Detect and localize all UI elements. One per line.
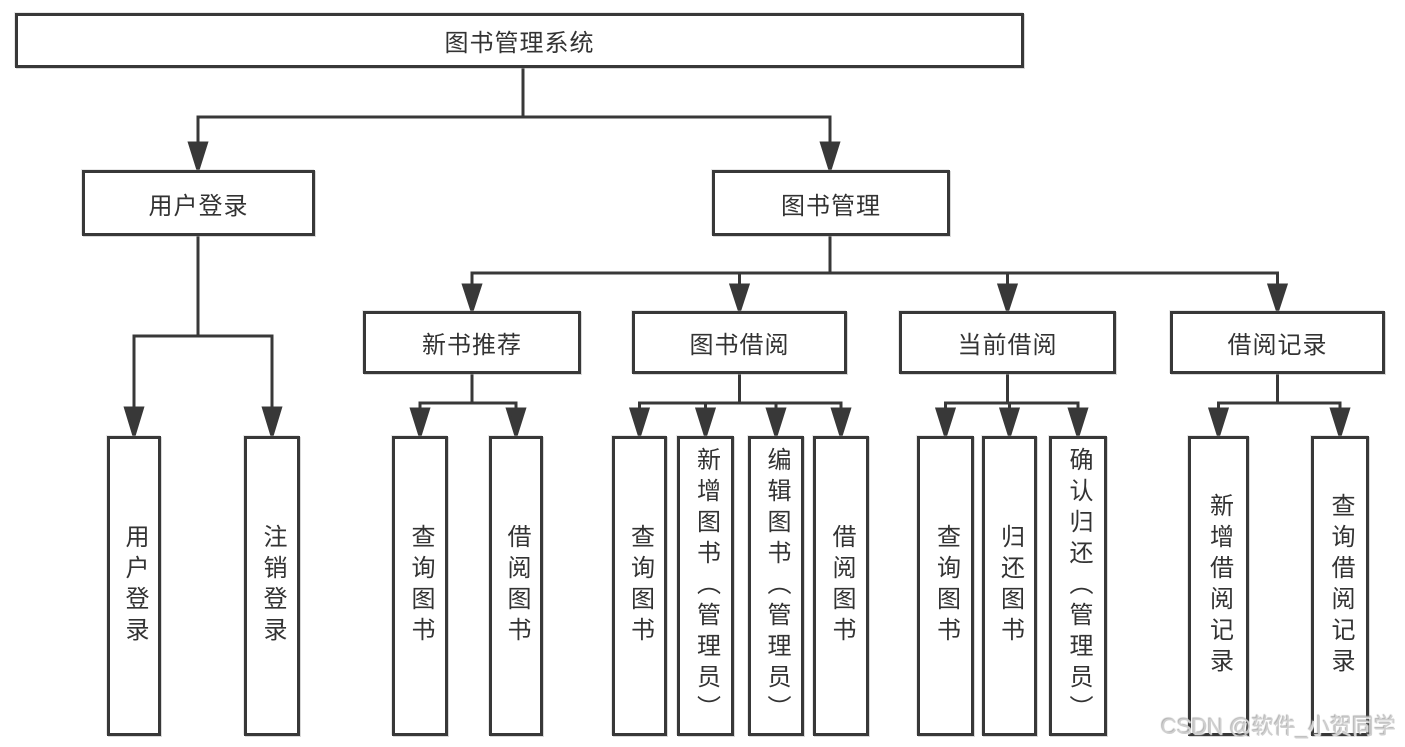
arrow-down-icon	[996, 283, 1019, 316]
leaf-borrow-books: 借阅图书	[813, 436, 869, 736]
arrow-down-icon	[728, 283, 751, 316]
node-borrowing-records-label: 借阅记录	[1227, 332, 1328, 359]
arrow-down-icon	[1266, 283, 1289, 316]
leaf-return-books: 归还图书	[982, 436, 1037, 736]
arrow-down-icon	[409, 407, 431, 441]
node-user-login: 用户登录	[82, 170, 315, 236]
node-current-borrowing: 当前借阅	[899, 311, 1116, 374]
arrow-down-icon	[628, 407, 651, 441]
leaf-borrow-books-recommend: 借阅图书	[489, 436, 543, 736]
leaf-confirm-return-admin-label: 确认归还（管理员）	[1065, 446, 1092, 726]
leaf-add-books-admin-label: 新增图书（管理员）	[692, 446, 720, 726]
leaf-return-books-label: 归还图书	[996, 524, 1024, 648]
leaf-add-borrow-record-label: 新增借阅记录	[1205, 493, 1233, 679]
leaf-user-login: 用户登录	[107, 436, 161, 736]
arrow-down-icon	[934, 407, 957, 441]
leaf-query-books-borrowing-label: 查询图书	[626, 524, 654, 648]
leaf-query-books-recommend: 查询图书	[392, 436, 448, 736]
leaf-query-borrow-record: 查询借阅记录	[1311, 436, 1369, 736]
leaf-logout: 注销登录	[244, 436, 300, 736]
arrow-down-icon	[505, 407, 527, 441]
leaf-query-books-current: 查询图书	[917, 436, 974, 736]
arrow-down-icon	[187, 141, 209, 175]
arrow-down-icon	[830, 407, 852, 441]
connector-sec4-to-children	[1207, 374, 1351, 441]
leaf-add-books-admin: 新增图书（管理员）	[677, 436, 734, 736]
arrow-down-icon	[998, 407, 1021, 441]
node-root-system: 图书管理系统	[15, 13, 1024, 68]
leaf-confirm-return-admin: 确认归还（管理员）	[1049, 436, 1107, 736]
connector-sec3-to-children	[934, 374, 1089, 441]
leaf-borrow-books-label: 借阅图书	[828, 524, 855, 648]
leaf-query-books-borrowing: 查询图书	[612, 436, 667, 736]
connector-login-to-children	[123, 236, 283, 442]
csdn-watermark: CSDN @软件_小贺同学	[1160, 714, 1396, 739]
leaf-edit-books-admin: 编辑图书（管理员）	[748, 436, 804, 736]
node-new-book-recommend: 新书推荐	[363, 311, 581, 374]
leaf-query-borrow-record-label: 查询借阅记录	[1327, 493, 1354, 679]
node-current-borrowing-label: 当前借阅	[957, 332, 1058, 359]
node-book-borrowing-label: 图书借阅	[689, 332, 790, 359]
arrow-down-icon	[765, 407, 787, 441]
node-borrowing-records: 借阅记录	[1170, 311, 1385, 374]
node-user-login-label: 用户登录	[148, 192, 249, 220]
connector-mgmt-to-sections	[461, 236, 1289, 316]
leaf-add-borrow-record: 新增借阅记录	[1188, 436, 1249, 736]
node-book-management: 图书管理	[712, 170, 950, 236]
node-book-management-label: 图书管理	[781, 192, 881, 220]
arrow-down-icon	[819, 141, 841, 175]
arrow-down-icon	[261, 406, 283, 442]
leaf-borrow-books-recommend-label: 借阅图书	[503, 524, 530, 648]
connector-root-to-level2	[187, 68, 841, 175]
leaf-logout-label: 注销登录	[259, 524, 286, 648]
node-root-label: 图书管理系统	[444, 30, 595, 57]
connector-sec1-to-children	[409, 374, 527, 441]
arrow-down-icon	[123, 406, 145, 442]
arrow-down-icon	[461, 283, 483, 316]
leaf-query-books-current-label: 查询图书	[932, 524, 960, 648]
leaf-user-login-label: 用户登录	[121, 524, 148, 648]
arrow-down-icon	[1067, 407, 1089, 441]
arrow-down-icon	[694, 407, 717, 441]
arrow-down-icon	[1207, 407, 1230, 441]
node-book-borrowing: 图书借阅	[632, 311, 847, 374]
connector-sec2-to-children	[628, 374, 852, 441]
leaf-edit-books-admin-label: 编辑图书（管理员）	[763, 446, 790, 726]
node-new-book-recommend-label: 新书推荐	[422, 332, 522, 359]
leaf-query-books-recommend-label: 查询图书	[407, 524, 434, 648]
arrow-down-icon	[1329, 407, 1351, 441]
